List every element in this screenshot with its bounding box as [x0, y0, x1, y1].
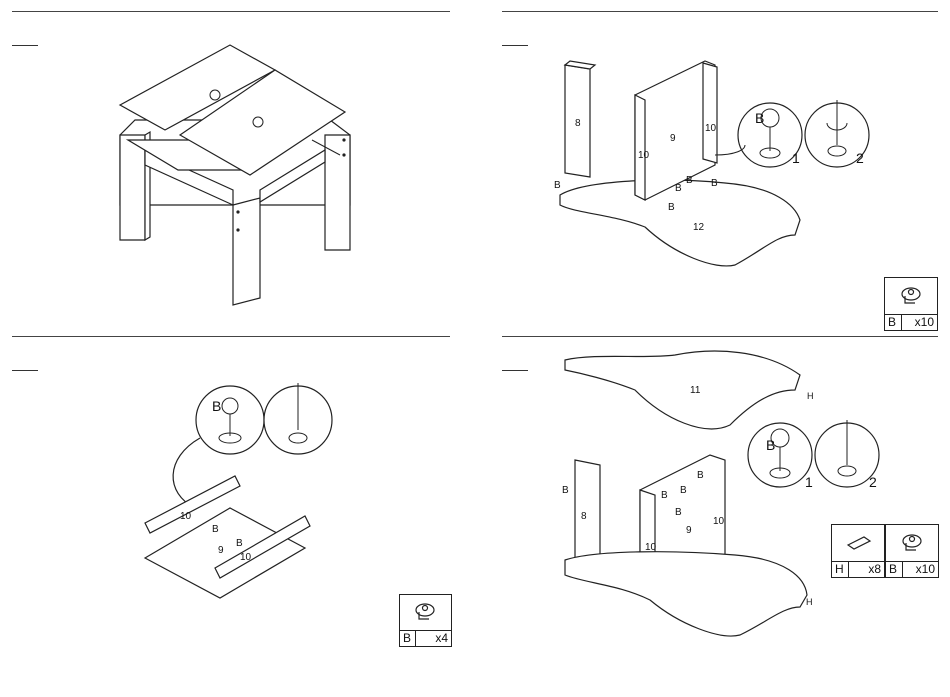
part-letter: B	[403, 631, 411, 646]
step-4-callout-b: B	[766, 437, 775, 453]
part-quantity: x8	[868, 562, 881, 577]
step-3-part-10-label-b: 10	[240, 552, 251, 563]
step-2-callout-stage-1: 1	[792, 150, 800, 166]
step-2-part-9-label: 9	[670, 133, 676, 144]
step-4-part-10-label-b: 10	[645, 542, 656, 553]
dowel-icon	[832, 525, 884, 561]
step-4-cam-b-label: B	[562, 485, 569, 496]
step-2-cam-b-label: B	[675, 183, 682, 194]
step-2-cam-b-label: B	[668, 202, 675, 213]
step-2-callout-stage-2: 2	[856, 150, 864, 166]
step-3-parts-box-b: B x4	[399, 594, 452, 647]
step-2-part-10-label-a: 10	[638, 150, 649, 161]
part-quantity: x10	[916, 562, 935, 577]
step-2-cam-b-label: B	[711, 178, 718, 189]
step-4-cam-b-label: B	[680, 485, 687, 496]
step-4-part-8-label: 8	[581, 511, 587, 522]
step-2-parts-box-b: B x10	[884, 277, 938, 331]
cam-lock-icon	[885, 278, 937, 314]
step-3-cam-b-label: B	[236, 538, 243, 549]
step-4-part-11-label: 11	[690, 385, 700, 396]
part-quantity: x4	[435, 631, 448, 646]
step-4-callout-stage-1: 1	[805, 474, 813, 490]
step-4-dowel-h-label: H	[806, 597, 813, 607]
part-letter: B	[888, 315, 896, 330]
step-4-part-9-label: 9	[686, 525, 692, 536]
step-3-cam-b-label: B	[212, 524, 219, 535]
step-4-cam-b-label: B	[675, 507, 682, 518]
step-3-callout-b: B	[212, 398, 221, 414]
part-letter: B	[889, 562, 897, 577]
cam-lock-icon	[886, 525, 938, 561]
step-2-callout-b: B	[755, 110, 764, 126]
step-4-cam-b-label: B	[661, 490, 668, 501]
step-4-dowel-h-label: H	[807, 391, 814, 401]
step-2-part-12-label: 12	[693, 222, 704, 233]
step-3-part-10-label-a: 10	[180, 511, 191, 522]
step-2-cam-b-label: B	[686, 175, 693, 186]
part-letter: H	[835, 562, 844, 577]
step-2-cam-b-label: B	[554, 180, 561, 191]
cam-lock-icon	[400, 595, 451, 630]
part-quantity: x10	[915, 315, 934, 330]
step-4-parts-box-h: H x8	[831, 524, 885, 578]
step-2-part-10-label-b: 10	[705, 123, 716, 134]
step-2-part-8-label: 8	[575, 118, 581, 129]
step-4-parts-box-b: B x10	[885, 524, 939, 578]
step-4-part-10-label-a: 10	[713, 516, 724, 527]
step-3-part-9-label: 9	[218, 545, 224, 556]
step-4-callout-stage-2: 2	[869, 474, 877, 490]
step-4-cam-b-label: B	[697, 470, 704, 481]
